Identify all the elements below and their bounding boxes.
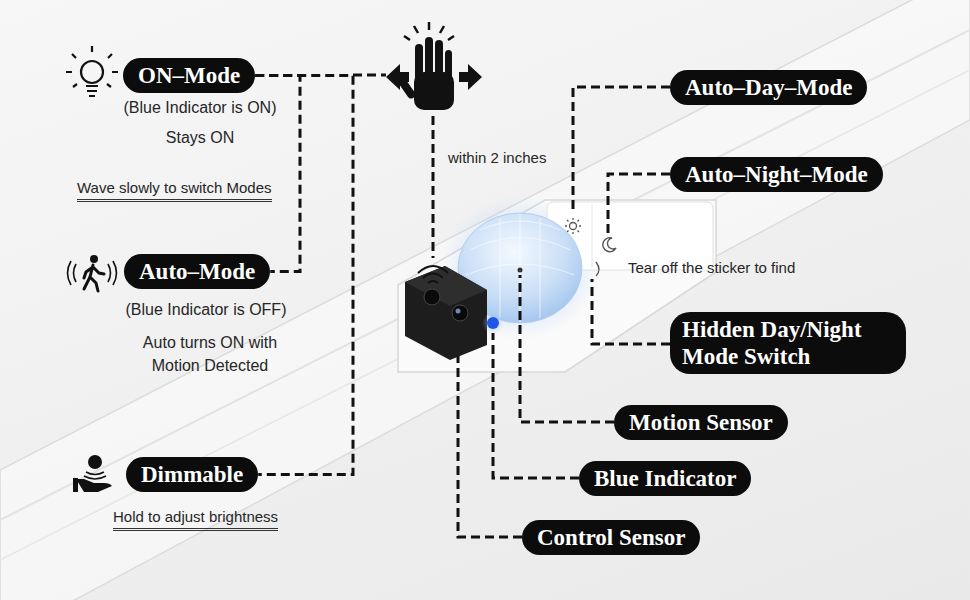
sun-rays [565,218,581,234]
pill-text: Hidden Day/Night Mode Switch [682,316,894,370]
dim-ball [88,455,102,469]
walker-icon [68,255,117,291]
pill-text: Motion Sensor [629,409,773,436]
hand-finger [415,44,423,84]
module-plate [398,200,716,372]
strip-edge [0,70,970,560]
sun-bulb-icon [66,46,118,96]
control-leader [458,356,522,537]
hand-leader [353,74,386,77]
hand-finger [445,50,452,84]
strip-edge [0,30,970,520]
left-arrow [386,64,409,90]
pill-text: Blue Indicator [594,465,736,492]
dim-hand-icon [73,455,112,492]
note-label: within 2 inches [448,148,546,168]
dim-cuff [73,478,78,492]
dim-rings [84,472,106,479]
pill-text: ON–Mode [138,62,240,89]
sun-button-icon [565,218,581,234]
right-arrow [459,64,482,90]
motion-leader [520,275,614,422]
sensor-lens [424,289,440,305]
mode-pill: Motion Sensor [614,405,788,440]
pill-text: Auto–Day–Mode [685,74,852,101]
note-label: Auto turns ON with Motion Detected [121,331,299,377]
button-divider [592,204,593,268]
signal-arcs [418,266,448,283]
note-label: Stays ON [166,128,234,148]
lens-glint [456,309,461,314]
night-leader [608,174,670,236]
dim-hand [76,479,112,492]
mode-pill: Dimmable [126,457,258,492]
switch-hook [596,262,599,276]
gesture-hand-icon [386,22,482,110]
mode-pill: Blue Indicator [579,461,751,496]
walker-head [90,255,98,263]
control-sensor-box [405,266,487,360]
day-leader [573,87,670,214]
blue-indicator-led [487,317,499,329]
note-label: Tear off the sticker to find [628,258,795,278]
dome-point [518,268,523,273]
mode-pill: Hidden Day/Night Mode Switch [670,312,906,374]
note-label: Wave slowly to switch Modes [77,178,272,202]
mode-pill: Auto–Day–Mode [670,70,867,105]
control-sensor-top [405,266,487,306]
mode-pill: Auto–Mode [124,254,270,289]
walker-waves [68,261,117,285]
mode-pill: Control Sensor [522,520,700,555]
bulb-rays [66,46,118,87]
walker-body [84,265,104,291]
hand-to-sensor-leader [432,116,435,258]
switch-leader [592,279,670,344]
pill-text: Dimmable [141,461,243,488]
moon-button-icon [603,238,616,252]
sun-core [570,223,577,230]
mode-pill: ON–Mode [123,58,255,93]
hand-finger [425,37,433,82]
pill-text: Control Sensor [537,524,685,551]
motion-rays [404,22,454,40]
note-label: Hold to adjust brightness [113,507,278,531]
bulb-glass [81,61,103,83]
hand-finger [435,40,443,82]
pill-text: Auto–Night–Mode [685,161,868,188]
mode-pill: Auto–Night–Mode [670,157,883,192]
note-label: (Blue Indicator is ON) [124,98,277,118]
sensor-lens [452,305,468,321]
pill-text: Auto–Mode [139,258,255,285]
indicator-glow [482,312,504,334]
bulb-base [86,86,98,96]
sensor-module [398,196,716,372]
note-label: (Blue Indicator is OFF) [126,300,287,320]
dashed-connector [255,76,353,475]
indicator-leader [493,333,579,478]
